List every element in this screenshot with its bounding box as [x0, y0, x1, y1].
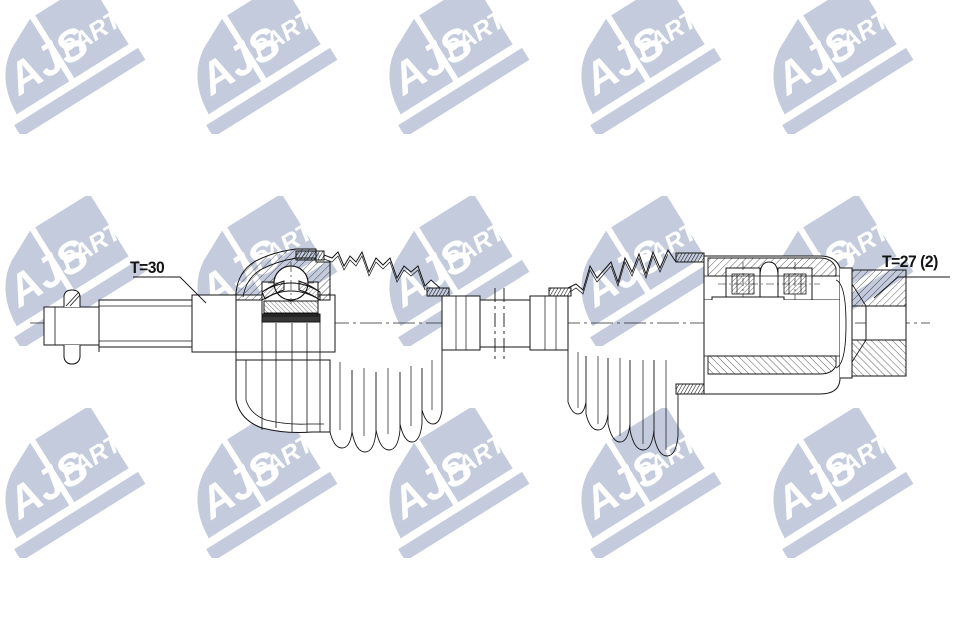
svg-text:PARTS: PARTS [824, 421, 909, 489]
watermark-tile: AJS PARTS [362, 0, 552, 134]
svg-text:AJS: AJS [190, 230, 289, 317]
inner-cv-boot-bellows [567, 248, 679, 457]
watermark-tile: AJS PARTS [746, 0, 936, 134]
svg-text:PARTS: PARTS [56, 421, 141, 489]
svg-text:PARTS: PARTS [440, 421, 525, 489]
leader-line-right [873, 276, 950, 299]
svg-text:AJS: AJS [0, 230, 97, 317]
svg-text:AJS: AJS [190, 442, 289, 529]
svg-text:AJS: AJS [382, 18, 481, 105]
svg-text:AJS: AJS [574, 18, 673, 105]
outer-boot-clamp-small [426, 287, 450, 297]
outer-cv-boot-bellows [323, 250, 443, 453]
watermark-tile: AJS PARTS [0, 0, 168, 134]
outer-boot-clamp-large [295, 250, 325, 261]
svg-text:AJS: AJS [766, 18, 865, 105]
watermark-tile: AJS PARTS [170, 408, 360, 558]
svg-text:PARTS: PARTS [56, 0, 141, 64]
watermark-tile: AJS PARTS [170, 0, 360, 134]
watermark-tile: AJS PARTS [554, 408, 744, 558]
svg-text:AJS: AJS [766, 230, 865, 317]
svg-text:PARTS: PARTS [248, 209, 333, 277]
watermark-tile: AJS PARTS [554, 0, 744, 134]
inner-spline-end [851, 269, 907, 377]
svg-text:PARTS: PARTS [824, 0, 909, 64]
svg-text:PARTS: PARTS [56, 209, 141, 277]
svg-text:PARTS: PARTS [440, 0, 525, 64]
svg-text:PARTS: PARTS [632, 0, 717, 64]
inner-boot-clamp-small [548, 287, 572, 297]
svg-text:PARTS: PARTS [248, 421, 333, 489]
spline-label-left: T=30 [130, 258, 165, 277]
svg-text:AJS: AJS [190, 18, 289, 105]
threaded-end-cap [43, 289, 100, 365]
watermark-tile: AJS PARTS [362, 408, 552, 558]
tripod-needle-roller-bearings [718, 261, 820, 306]
svg-text:PARTS: PARTS [632, 421, 717, 489]
svg-text:PARTS: PARTS [440, 209, 525, 277]
svg-text:PARTS: PARTS [248, 0, 333, 64]
svg-text:AJS: AJS [574, 442, 673, 529]
inner-boot-clamp-large [675, 252, 705, 395]
shaft-break-line [494, 288, 505, 360]
watermark-tile: AJS PARTS [746, 408, 936, 558]
watermark-tile: AJS PARTS [170, 196, 360, 346]
inner-tripod-joint-housing [703, 255, 853, 395]
watermark-tile: AJS PARTS [0, 408, 168, 558]
svg-text:AJS: AJS [0, 18, 97, 105]
svg-text:AJS: AJS [766, 442, 865, 529]
svg-text:AJS: AJS [382, 442, 481, 529]
outer-cv-joint-ball-type [235, 248, 331, 433]
svg-text:AJS: AJS [382, 230, 481, 317]
watermark-tile: AJS PARTS [362, 196, 552, 346]
watermark-tile: AJS PARTS [554, 196, 744, 346]
svg-text:AJS: AJS [574, 230, 673, 317]
spline-label-right: T=27 (2) [882, 252, 938, 271]
svg-text:PARTS: PARTS [632, 209, 717, 277]
leader-line-left [133, 276, 207, 304]
svg-text:AJS: AJS [0, 442, 97, 529]
outer-spline-stub [98, 294, 336, 353]
intermediate-shaft [441, 295, 569, 351]
